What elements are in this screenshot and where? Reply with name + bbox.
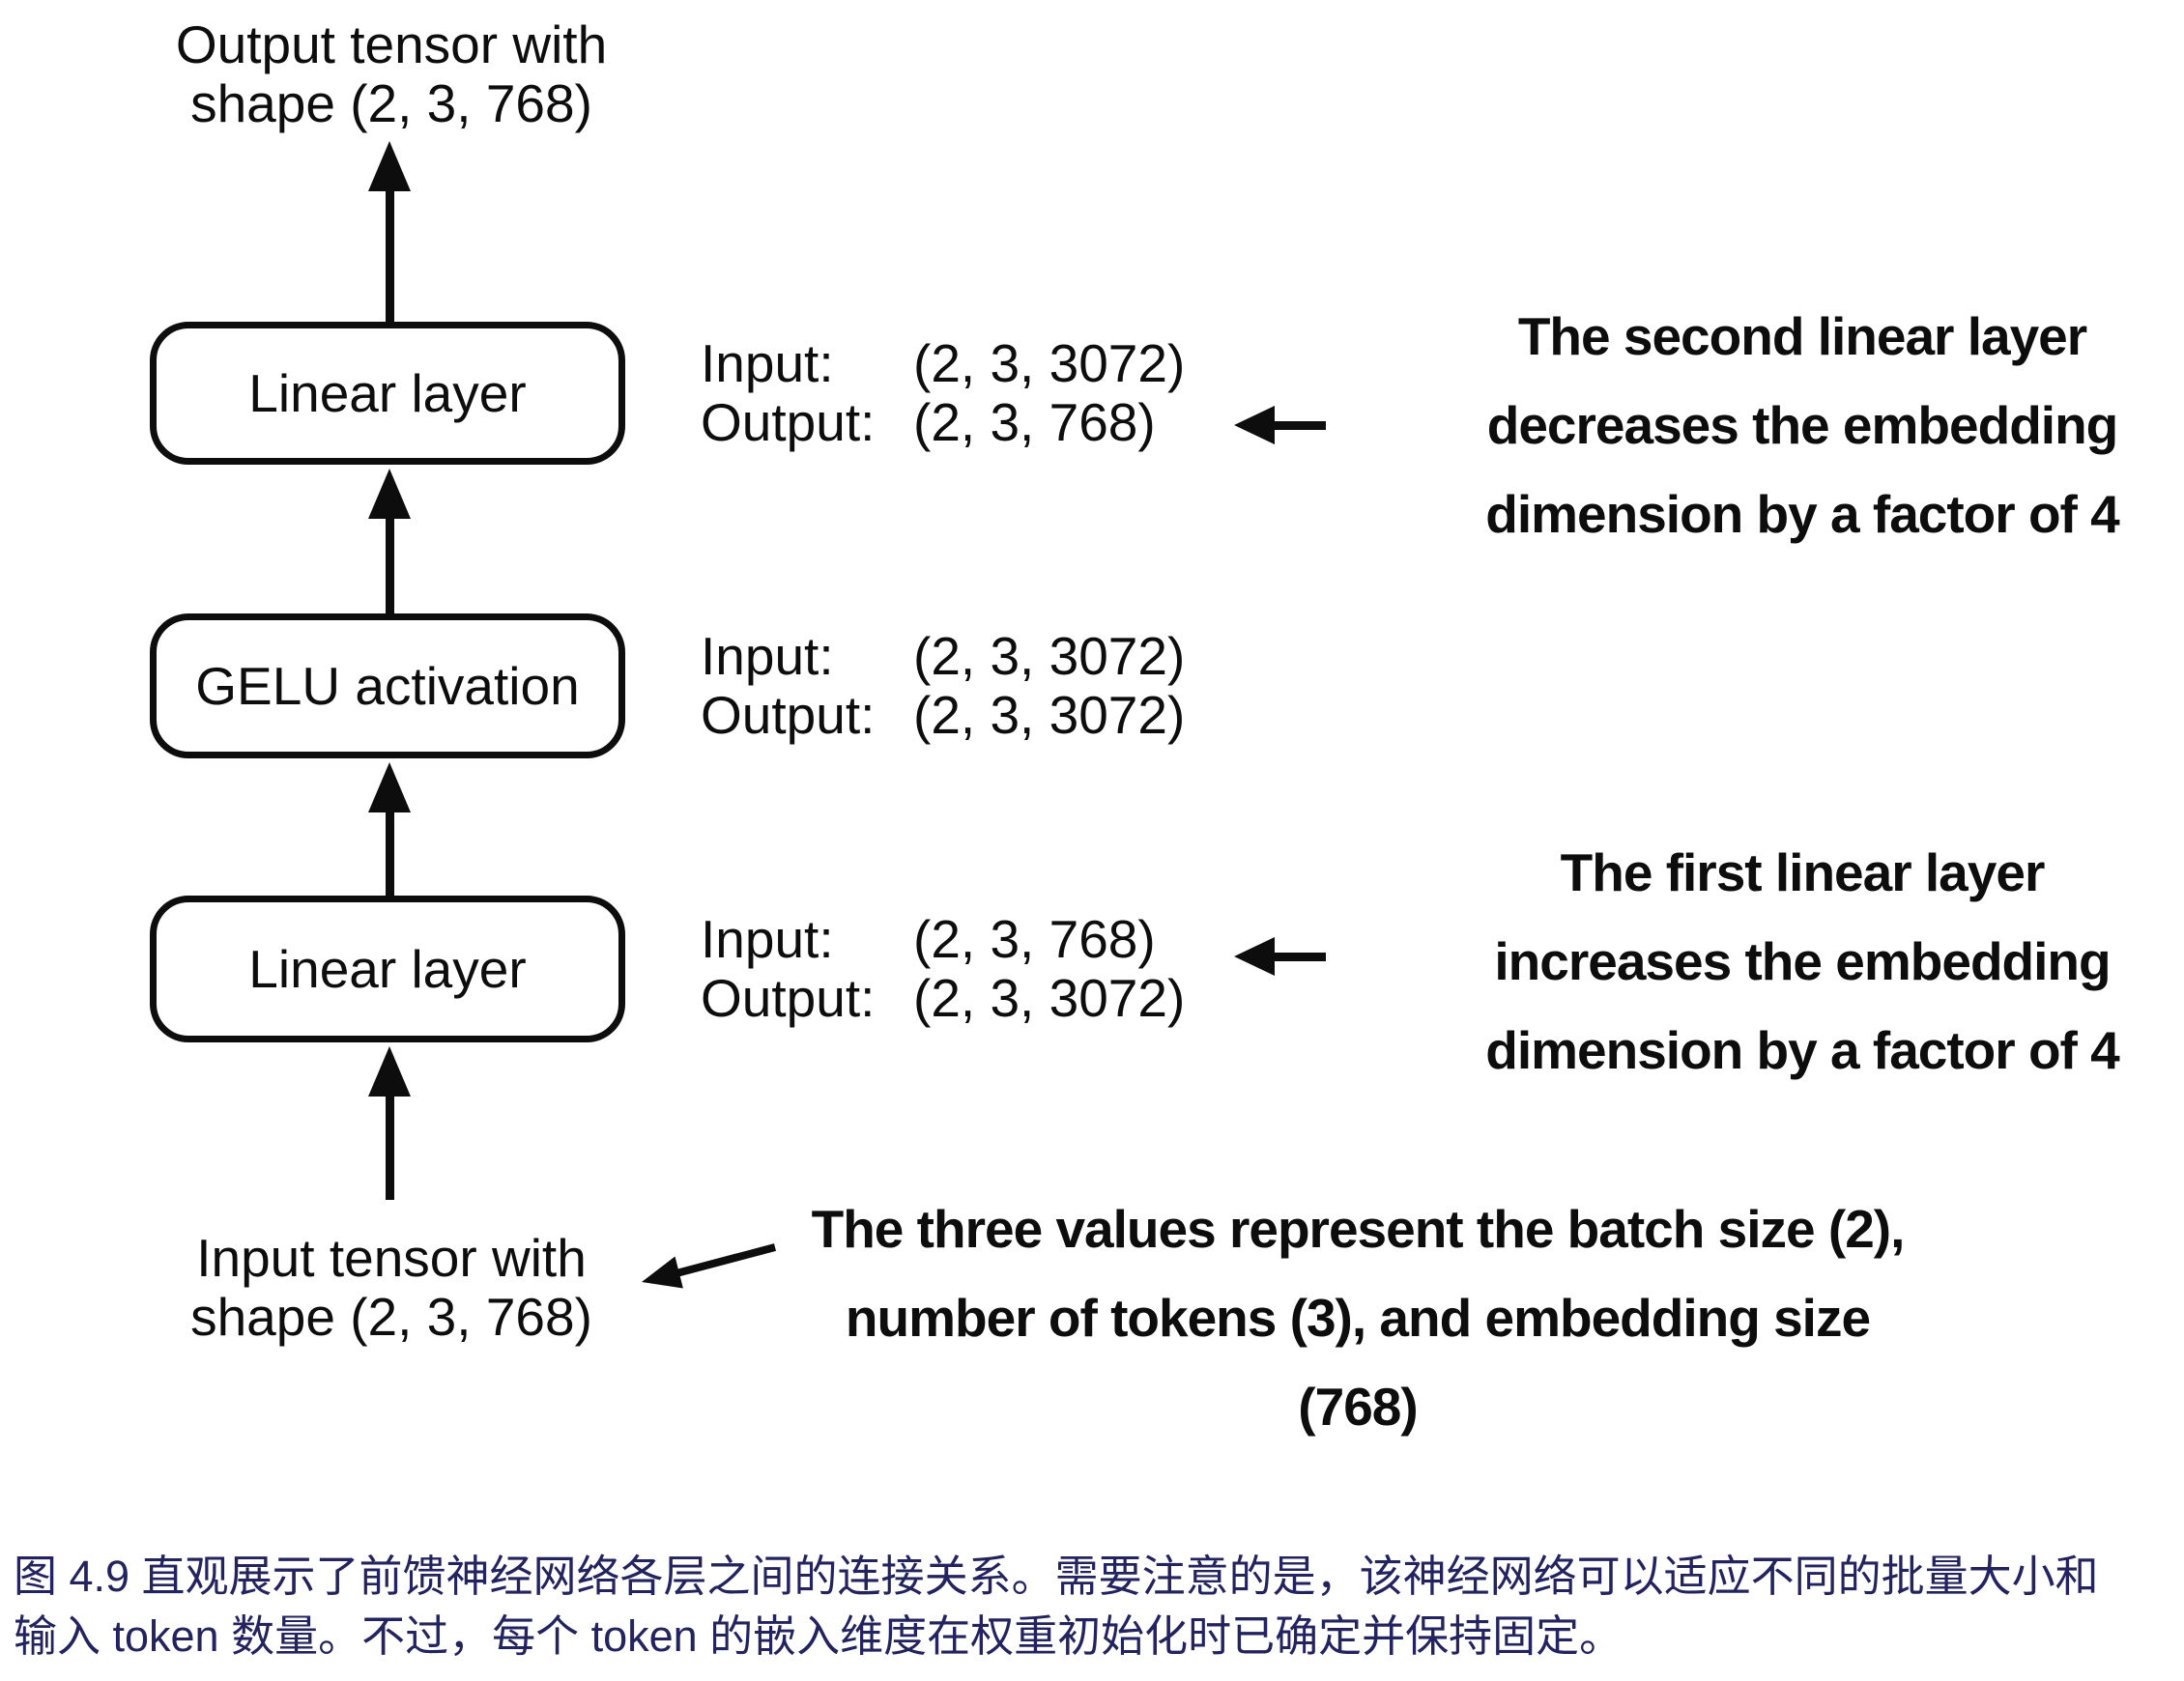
input-tensor-label-line2: shape (2, 3, 768) <box>190 1287 592 1347</box>
arrow-up-icon <box>368 1046 411 1097</box>
arrow-up-icon <box>368 762 411 812</box>
io-shapes-linear-2: Input: (2, 3, 3072) Output: (2, 3, 768) <box>701 334 1185 452</box>
io-input-label: Input: <box>701 909 834 969</box>
arrow-up-shaft <box>386 811 394 896</box>
io-shapes-gelu: Input: (2, 3, 3072) Output: (2, 3, 3072) <box>701 627 1185 745</box>
figure-caption-line1: 图 4.9 直观展示了前馈神经网络各层之间的连接关系。需要注意的是，该神经网络可… <box>14 1552 2099 1601</box>
io-output-value: (2, 3, 768) <box>913 392 1156 452</box>
arrow-up-shaft <box>386 517 394 613</box>
io-output-value: (2, 3, 3072) <box>913 685 1186 745</box>
arrow-head <box>642 1256 683 1289</box>
linear-layer-1-label: Linear layer <box>248 939 527 999</box>
figure-caption-line2: 输入 token 数量。不过，每个 token 的嵌入维度在权重初始化时已确定并… <box>14 1611 1624 1661</box>
io-output-value: (2, 3, 3072) <box>913 968 1186 1028</box>
arrow-up-shaft <box>386 1095 394 1200</box>
io-output-label: Output: <box>701 685 876 745</box>
output-tensor-label-line1: Output tensor with <box>175 14 608 74</box>
output-tensor-label: Output tensor with shape (2, 3, 768) <box>92 15 691 133</box>
arrow-left-shaft <box>1273 953 1326 961</box>
annotation-line: The three values represent the batch siz… <box>811 1199 1906 1259</box>
figure-caption: 图 4.9 直观展示了前馈神经网络各层之间的连接关系。需要注意的是，该神经网络可… <box>14 1547 2178 1667</box>
arrow-shaft <box>675 1243 777 1277</box>
input-tensor-label: Input tensor with shape (2, 3, 768) <box>92 1229 691 1347</box>
arrow-up-shaft <box>386 189 394 322</box>
annotation-line: dimension by a factor of 4 <box>1485 1020 2120 1080</box>
annotation-line: (768) <box>1298 1377 1418 1437</box>
arrow-down-left-icon <box>642 1243 777 1289</box>
arrow-left-shaft <box>1273 421 1326 430</box>
annotation-line: dimension by a factor of 4 <box>1485 484 2120 544</box>
io-input-value: (2, 3, 3072) <box>913 626 1186 686</box>
gelu-activation-label: GELU activation <box>195 656 580 716</box>
linear-layer-2-box: Linear layer <box>150 322 625 465</box>
annotation-line: decreases the embedding <box>1486 395 2119 455</box>
annotation-tensor-values: The three values represent the batch siz… <box>667 1184 2049 1451</box>
annotation-line: number of tokens (3), and embedding size <box>845 1288 1871 1348</box>
input-tensor-label-line1: Input tensor with <box>196 1228 587 1288</box>
annotation-line: increases the embedding <box>1494 931 2111 991</box>
arrow-up-icon <box>368 141 411 191</box>
annotation-first-linear: The first linear layer increases the emb… <box>1459 828 2145 1095</box>
io-input-label: Input: <box>701 333 834 393</box>
io-input-value: (2, 3, 3072) <box>913 333 1186 393</box>
annotation-line: The first linear layer <box>1560 842 2046 902</box>
io-shapes-linear-1: Input: (2, 3, 768) Output: (2, 3, 3072) <box>701 910 1185 1028</box>
io-input-value: (2, 3, 768) <box>913 909 1156 969</box>
annotation-second-linear: The second linear layer decreases the em… <box>1459 292 2145 558</box>
io-output-label: Output: <box>701 392 876 452</box>
io-output-label: Output: <box>701 968 876 1028</box>
gelu-activation-box: GELU activation <box>150 613 625 758</box>
linear-layer-2-label: Linear layer <box>248 363 527 423</box>
arrow-up-icon <box>368 469 411 519</box>
arrow-left-icon <box>1234 406 1275 444</box>
annotation-line: The second linear layer <box>1517 306 2087 366</box>
arrow-left-icon <box>1234 937 1275 976</box>
io-input-label: Input: <box>701 626 834 686</box>
output-tensor-label-line2: shape (2, 3, 768) <box>190 73 592 133</box>
linear-layer-1-box: Linear layer <box>150 896 625 1042</box>
